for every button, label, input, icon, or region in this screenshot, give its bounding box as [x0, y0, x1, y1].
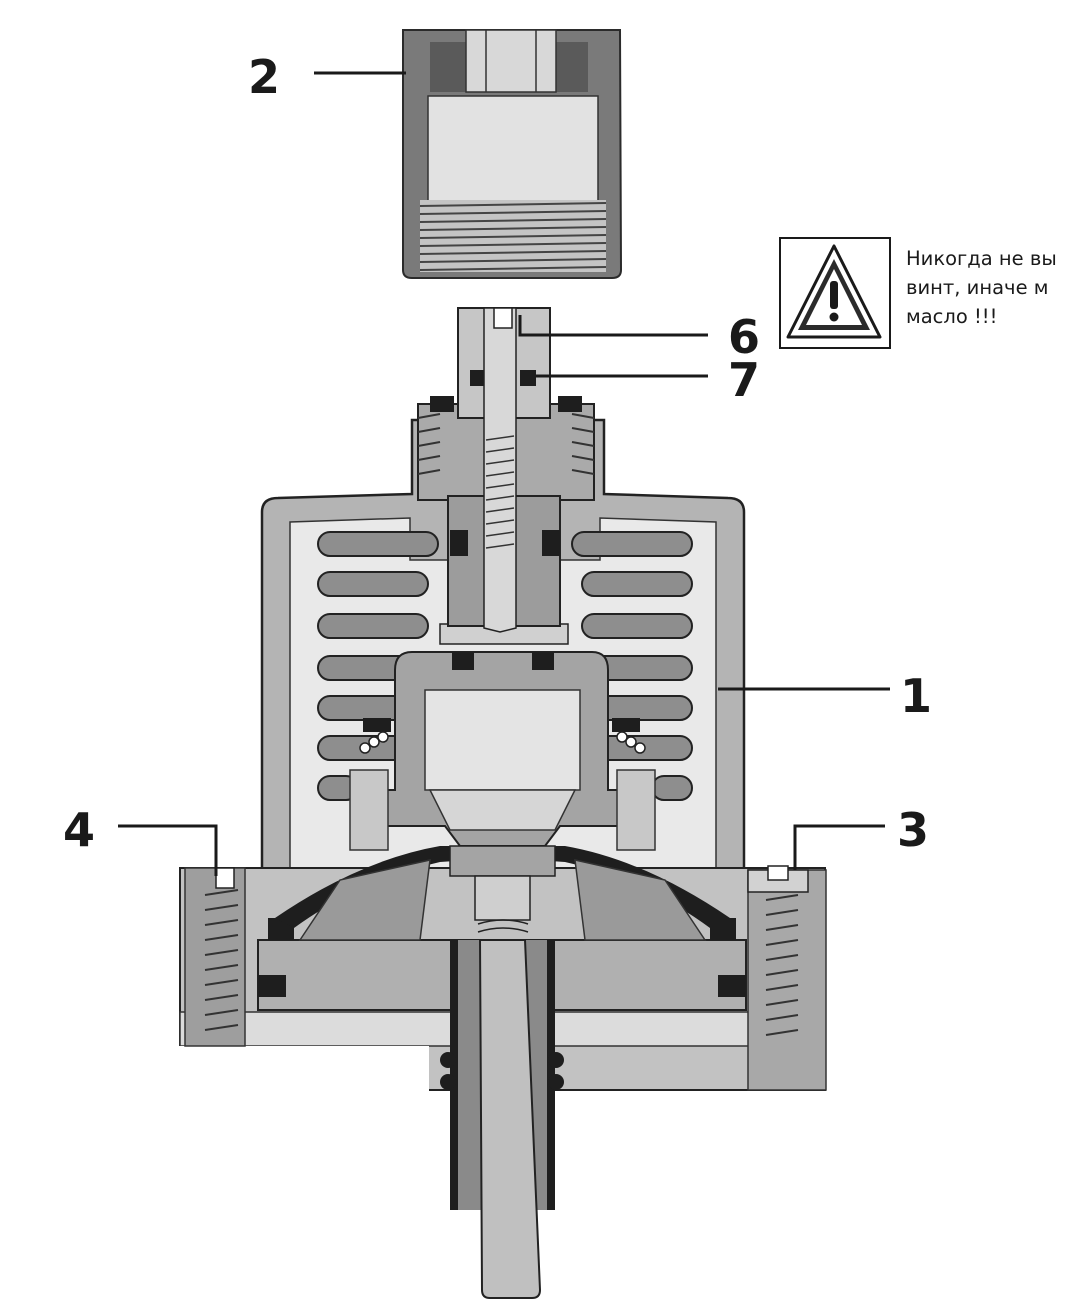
label-part-1: 1 [900, 669, 932, 723]
label-part-2: 2 [248, 50, 280, 104]
leader-lines [118, 71, 890, 876]
label-part-3: 3 [897, 803, 929, 857]
warning-line-3: масло !!! [906, 305, 998, 328]
valve-piston [349, 623, 656, 851]
outlet-stem [440, 845, 564, 1299]
warning-box [779, 237, 891, 349]
label-part-7: 7 [728, 353, 760, 407]
warning-line-1: Никогда не вы [906, 247, 1057, 270]
warning-line-2: винт, иначе м [906, 276, 1049, 299]
label-part-6: 6 [728, 310, 760, 364]
label-part-4: 4 [63, 803, 95, 857]
spring-coils [317, 531, 693, 801]
warning-triangle-icon [786, 244, 882, 339]
adjusting-stem [417, 307, 595, 633]
warning-text: Никогда не вы винт, иначе м масло !!! [906, 244, 1089, 331]
cap-nut [402, 29, 623, 279]
